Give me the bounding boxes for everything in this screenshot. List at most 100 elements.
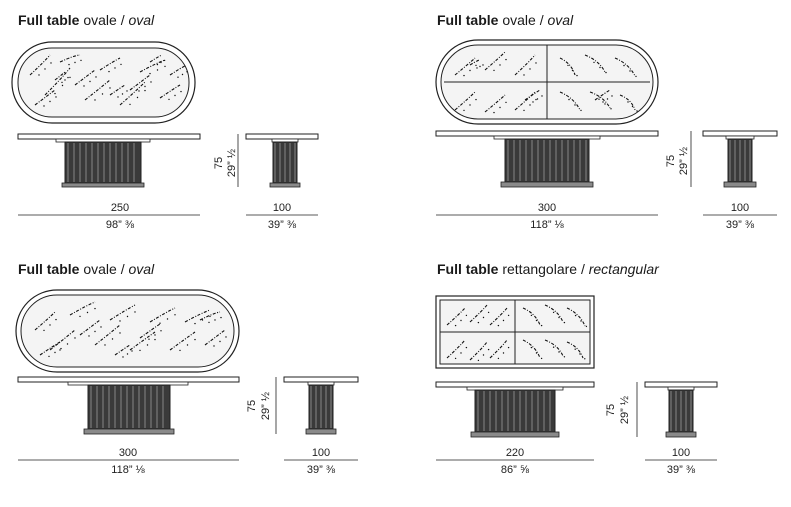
marble-speck	[568, 98, 570, 101]
length-dimension: 250 98” ⅜	[18, 202, 200, 231]
marble-speck	[163, 59, 166, 62]
side-view	[435, 130, 659, 188]
marble-vein	[524, 89, 541, 101]
base-flutes	[90, 386, 164, 428]
marble-speck	[627, 101, 629, 103]
marble-speck	[95, 76, 97, 78]
marble-veins	[446, 304, 588, 362]
height-cm-label: 75	[213, 157, 225, 169]
top-view	[435, 295, 595, 369]
height-dimension: 75 29” ½	[605, 382, 638, 437]
marble-speck	[482, 316, 485, 319]
marble-speck	[129, 103, 131, 106]
marble-vein	[454, 57, 476, 76]
side-view	[17, 376, 240, 435]
marble-speck	[552, 311, 555, 314]
marble-speck	[558, 351, 560, 353]
marble-speck	[584, 358, 586, 360]
length-cm-label: 300	[538, 202, 556, 214]
marble-speck	[89, 80, 91, 83]
marble-speck	[636, 110, 638, 112]
height-in-label: 29” ½	[619, 396, 631, 424]
base-flutes	[507, 140, 587, 181]
marble-speck	[126, 90, 128, 92]
marble-speck	[225, 336, 227, 338]
marble-speck	[477, 321, 480, 324]
panel-oval-300: Full table ovale / oval 75 29”	[395, 0, 791, 250]
marble-speck	[43, 329, 45, 332]
marble-speck	[529, 68, 531, 70]
marble-vein	[79, 319, 101, 336]
marble-speck	[67, 76, 69, 79]
marble-vein	[74, 69, 96, 86]
marble-speck	[48, 355, 50, 358]
marble-speck	[475, 64, 477, 67]
marble-speck	[150, 81, 152, 83]
marble-vein	[446, 339, 466, 359]
marble-speck	[86, 311, 89, 314]
panel-title: Full table rettangolare / rectangular	[437, 261, 659, 277]
marble-speck	[54, 92, 56, 95]
marble-speck	[476, 67, 478, 69]
marble-speck	[134, 311, 136, 313]
marble-speck	[552, 346, 555, 348]
marble-vein	[34, 89, 56, 106]
marble-vein	[584, 54, 606, 73]
length-cm-label: 220	[506, 447, 524, 459]
marble-vein	[29, 54, 51, 76]
marble-speck	[44, 68, 46, 70]
marble-vein	[139, 323, 161, 339]
marble-vein	[489, 339, 508, 359]
marble-speck	[80, 59, 82, 62]
marble-vein	[159, 84, 181, 99]
marble-vein	[169, 331, 196, 351]
marble-speck	[148, 338, 150, 340]
marble-speck	[477, 359, 480, 362]
length-cm-label: 300	[119, 447, 137, 459]
marble-vein	[109, 84, 126, 96]
marble-speck	[505, 58, 507, 61]
title-en: oval	[547, 12, 574, 28]
end-view	[644, 381, 718, 438]
title-sep: /	[577, 261, 589, 277]
marble-vein	[184, 309, 211, 323]
end-view	[702, 130, 778, 188]
marble-speck	[523, 74, 525, 76]
marble-speck	[219, 340, 221, 343]
marble-speck	[631, 105, 634, 108]
depth-cm-label: 100	[731, 202, 749, 214]
marble-vein	[34, 311, 56, 331]
panel-title: Full table ovale / oval	[18, 261, 154, 277]
marble-vein	[114, 344, 131, 356]
title-it: rettangolare	[502, 261, 578, 277]
marble-speck	[79, 315, 81, 318]
marble-speck	[576, 74, 578, 77]
height-in-label: 29” ½	[678, 147, 690, 175]
marble-speck	[463, 74, 465, 77]
title-en: rectangular	[588, 261, 659, 277]
marble-speck	[179, 349, 181, 352]
marble-speck	[497, 357, 500, 360]
marble-speck	[635, 75, 637, 78]
marble-speck	[117, 96, 119, 98]
marble-speck	[571, 69, 574, 72]
marble-speck	[43, 105, 45, 107]
marble-speck	[60, 347, 62, 350]
side-view	[17, 133, 201, 188]
marble-vein	[129, 74, 151, 91]
marble-speck	[563, 356, 566, 358]
marble-speck	[629, 70, 631, 72]
marble-speck	[493, 111, 495, 114]
top-view	[435, 39, 659, 125]
height-cm-label: 75	[246, 400, 258, 412]
drawing-panel-1: 75 29” ½ 250 98” ⅜ 100 39” ⅜	[11, 41, 319, 231]
marble-speck	[606, 98, 609, 100]
length-dimension: 220 86” ⅝	[436, 447, 594, 476]
marble-speck	[54, 351, 56, 354]
marble-speck	[100, 326, 102, 328]
base-flutes-end	[310, 386, 332, 428]
marble-speck	[540, 357, 543, 360]
marble-vein	[129, 331, 156, 351]
marble-speck	[469, 104, 471, 106]
marble-speck	[154, 334, 156, 336]
